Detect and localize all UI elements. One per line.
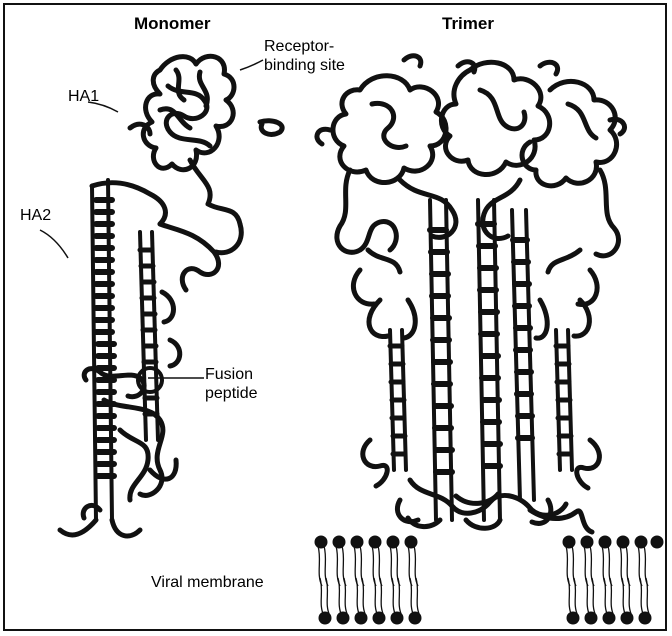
ha2-leader-line xyxy=(40,230,68,258)
receptor-leader-line xyxy=(240,60,263,70)
membrane-right xyxy=(563,536,663,624)
monomer-structure xyxy=(60,56,282,536)
membrane-left xyxy=(315,536,421,624)
ha1-leader-line xyxy=(88,102,118,112)
trimer-structure xyxy=(317,56,625,532)
